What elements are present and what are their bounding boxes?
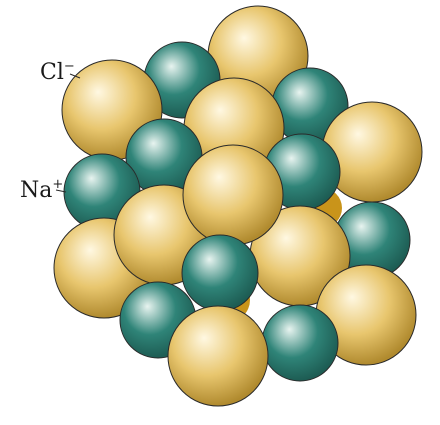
chloride-leader-line	[69, 73, 81, 79]
sodium-label: Na+	[20, 178, 63, 202]
sodium-ion-sphere-7	[261, 304, 339, 382]
chloride-charge: −	[63, 59, 75, 74]
sodium-leader-line	[55, 189, 67, 193]
chloride-symbol: Cl	[40, 60, 64, 85]
chloride-ion-sphere-9	[167, 305, 269, 407]
sodium-ion-sphere-8	[181, 234, 259, 312]
sodium-charge: +	[52, 177, 64, 192]
chloride-ion-sphere-7	[182, 144, 284, 246]
sodium-symbol: Na	[20, 178, 53, 203]
chloride-label: Cl−	[40, 60, 75, 84]
